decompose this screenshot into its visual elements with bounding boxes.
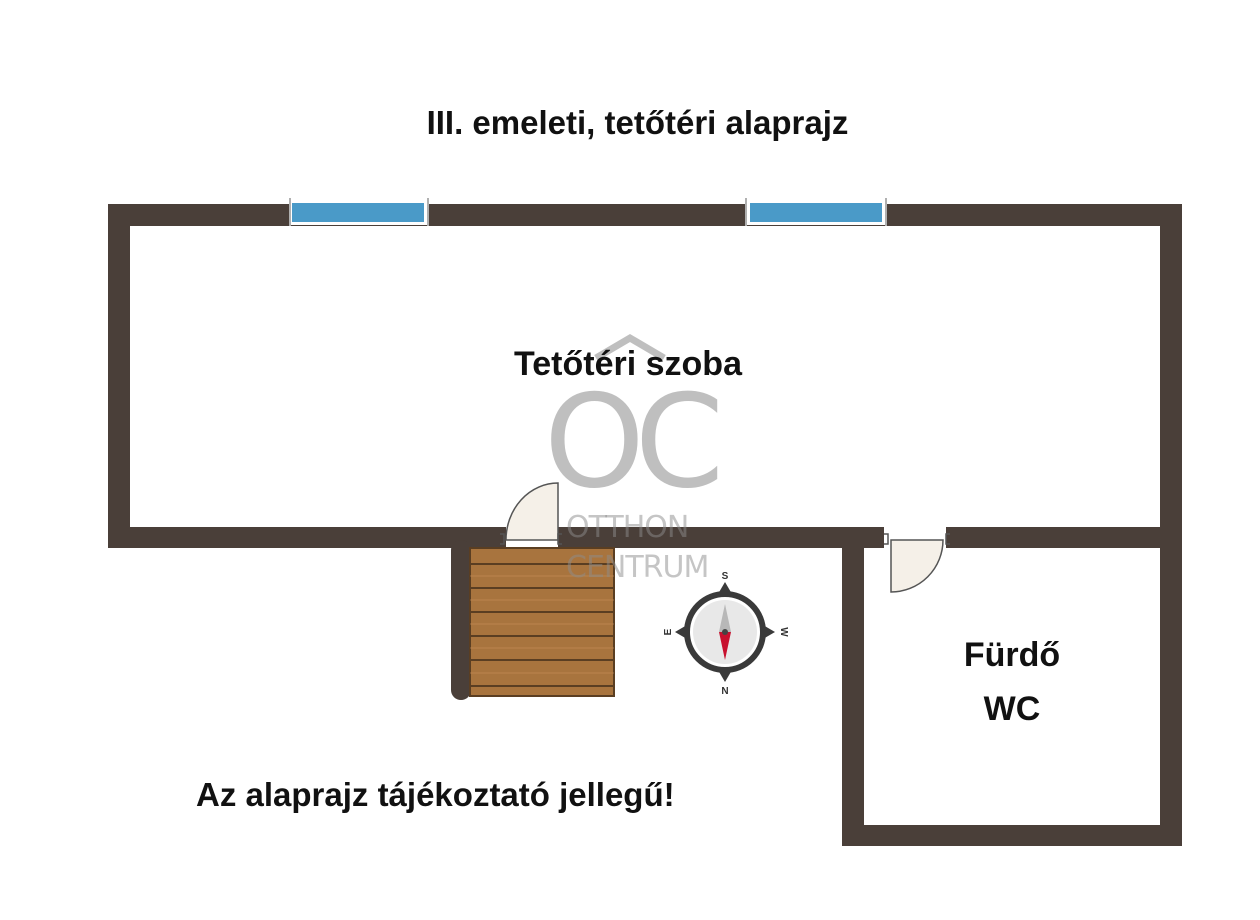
wall-middle-left xyxy=(108,527,506,548)
door-bath xyxy=(884,533,950,593)
compass-label-west: W xyxy=(778,627,789,637)
stairs xyxy=(469,547,615,697)
compass-needle-north xyxy=(719,632,731,660)
wall-top xyxy=(108,204,1182,226)
disclaimer-text: Az alaprajz tájékoztató jellegű! xyxy=(196,776,675,813)
compass-label-north: N xyxy=(721,686,728,697)
door-stair xyxy=(500,482,562,545)
wall-bath-bottom xyxy=(842,825,1182,846)
compass-icon: S N E W xyxy=(663,571,789,697)
plan-title: III. emeleti, tetőtéri alaprajz xyxy=(426,104,849,141)
wall-stair-left xyxy=(451,540,471,700)
window-left xyxy=(289,198,429,226)
wall-middle-right xyxy=(946,527,1182,548)
window-right xyxy=(745,198,887,226)
compass-label-south: S xyxy=(722,571,729,582)
wall-right xyxy=(1160,204,1182,844)
compass-needle-south xyxy=(719,604,731,632)
compass-label-east: E xyxy=(663,628,674,635)
room-label-attic: Tetőtéri szoba xyxy=(514,345,742,383)
watermark-brand: OTTHON CENTRUM xyxy=(566,508,709,588)
watermark-line-1: OTTHON xyxy=(566,510,689,545)
room-label-wc: WC xyxy=(983,690,1041,728)
watermark-logo-text: OC xyxy=(544,368,718,517)
watermark-line-2: CENTRUM xyxy=(566,550,709,585)
room-label-bathroom: Fürdő xyxy=(963,636,1061,674)
wall-bath-left xyxy=(842,527,864,845)
watermark-logo: OC xyxy=(544,333,728,517)
wall-middle-center xyxy=(558,527,884,548)
wall-left xyxy=(108,204,130,548)
